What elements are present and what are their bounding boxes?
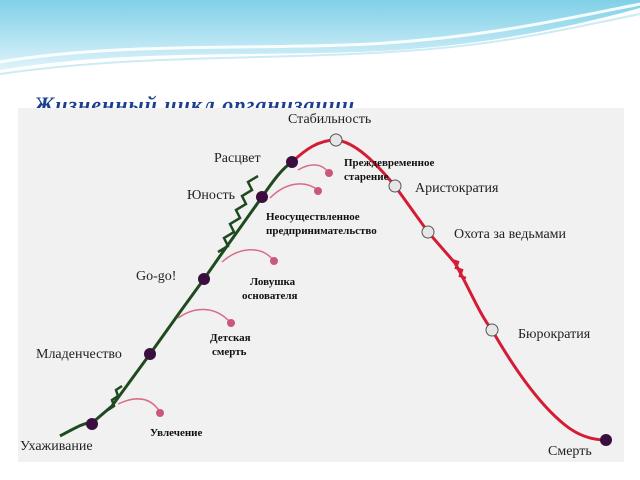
stage-dot-witch-hunt [421,225,435,239]
growth-spring-small [107,384,123,412]
growth-curve [59,160,293,438]
pitfall-dot-affair [156,409,164,417]
stage-dot-stability [329,133,343,147]
pitfall-label-affair: Увлечение [150,427,203,439]
stage-dot-adolescence [256,191,268,203]
pitfall-branch-unfulfilled [269,183,319,199]
stage-label-courtship: Ухаживание [20,439,93,454]
pitfall-dot-founder-trap [270,257,278,265]
header-wave-decoration [0,0,640,75]
pitfall-label-founder-trap-1: Ловушка [250,276,296,288]
pitfall-branch-premature [297,164,329,173]
pitfall-label-unfulfilled-1: Неосуществленное [266,211,360,223]
stage-label-witch-hunt: Охота за ведьмами [454,227,567,242]
pitfall-label-premature-2: старение [344,171,389,183]
pitfall-label-founder-trap-2: основателя [242,290,298,302]
stage-dot-infancy [144,348,156,360]
aging-spring [451,258,467,280]
stage-dot-aristocracy [388,179,402,193]
stage-label-prime: Расцвет [214,151,261,166]
pitfall-dot-unfulfilled [314,187,322,195]
pitfall-label-unfulfilled-2: предпринимательство [266,225,377,237]
stage-label-gogo: Go-go! [136,269,176,284]
stage-label-stability: Стабильность [288,112,371,127]
stage-label-aristocracy: Аристократия [415,181,499,196]
stage-dot-gogo [198,273,210,285]
pitfall-branch-founder-trap [221,249,274,263]
pitfall-branch-affair [117,398,161,413]
pitfall-branch-infant-mortality [177,308,231,323]
pitfall-label-infant-mortality-2: смерть [212,346,247,358]
pitfall-dot-infant-mortality [227,319,235,327]
stage-label-infancy: Младенчество [36,347,122,362]
stage-label-adolescence: Юность [187,188,235,203]
stage-label-death: Смерть [548,444,592,459]
stage-dot-death [600,434,612,446]
stage-dot-bureaucracy [485,323,499,337]
pitfall-dot-premature [325,169,333,177]
growth-spring-large [217,174,259,254]
stage-dot-prime [286,156,298,168]
pitfall-label-infant-mortality-1: Детская [210,332,251,344]
stage-label-bureaucracy: Бюрократия [518,327,591,342]
pitfall-label-premature-1: Преждевременное [344,157,434,169]
stage-dot-courtship [86,418,98,430]
